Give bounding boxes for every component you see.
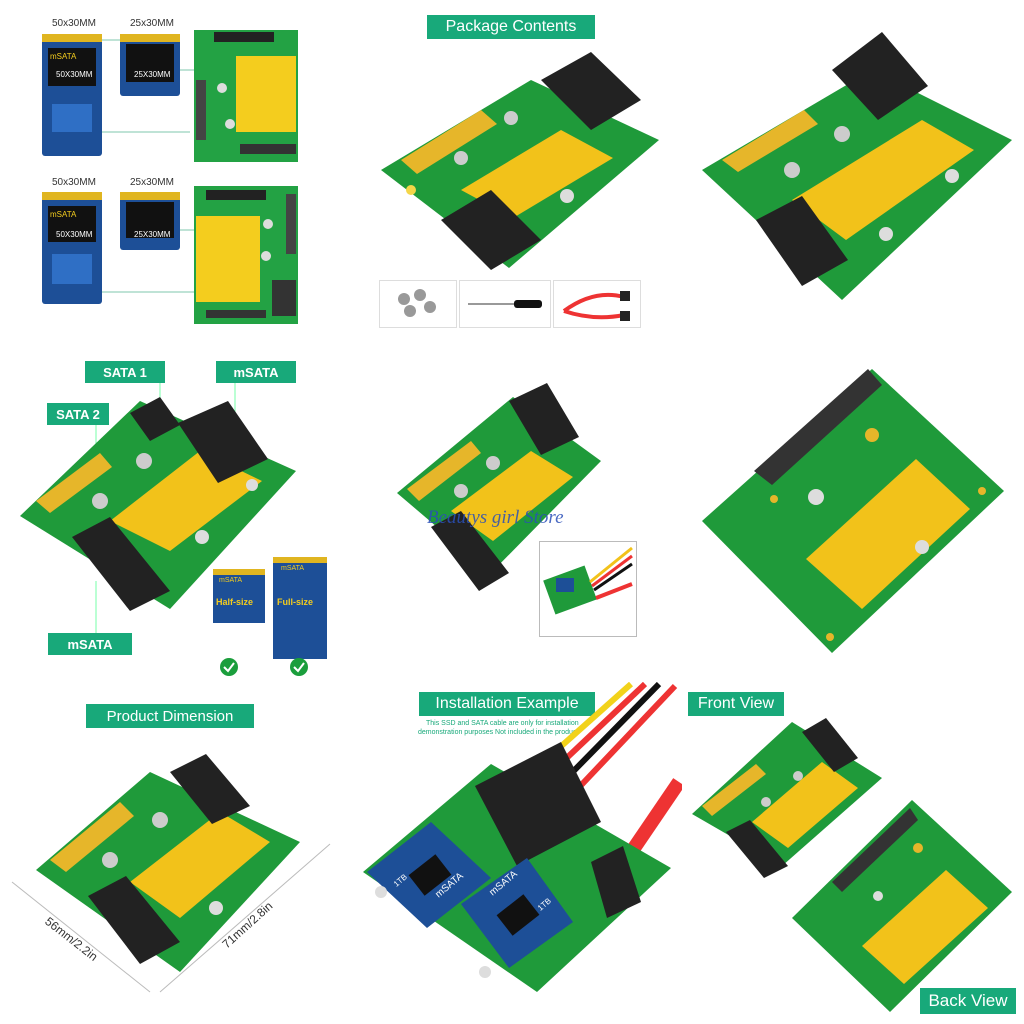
package-contents-title: Package Contents — [427, 15, 595, 39]
board-with-connectors — [20, 383, 296, 633]
cable-inset-image — [543, 546, 633, 615]
front-view-label: Front View — [688, 692, 784, 716]
card-text-msata-top: mSATA — [50, 52, 77, 61]
tile-connector-labels: SATA 1 mSATA SATA 2 mSATA mSATA Half-siz… — [0, 341, 341, 682]
checkmark-icon-full — [290, 658, 308, 676]
card-size-full-top: 50X30MM — [56, 70, 93, 79]
full-card-label: mSATA — [281, 565, 305, 572]
sata-cable-box — [553, 280, 641, 328]
label-sata1: SATA 1 — [85, 361, 165, 383]
size-label-25x30-top: 25x30MM — [130, 18, 174, 29]
card-size-half-bottom: 25X30MM — [134, 230, 171, 239]
half-size-text: Half-size — [216, 597, 254, 607]
tile-product-dimension: Product Dimension 56mm/2.2in 71mm/2.8in — [0, 682, 341, 1024]
label-msata-top: mSATA — [216, 361, 296, 383]
tile-size-comparison: 50x30MM 25x30MM mSATA 50X30MM 25X30MM 50… — [0, 0, 341, 341]
size-comparison-top-diagram — [42, 30, 298, 162]
card-text-msata-bottom: mSATA — [50, 210, 77, 219]
board-dimension — [11, 754, 331, 993]
tile-package-contents: Package Contents — [341, 0, 682, 341]
adapter-board-angled — [702, 32, 1012, 300]
installation-note-line1: This SSD and SATA cable are only for ins… — [426, 720, 579, 727]
board-back — [702, 369, 1004, 653]
installation-note-line2: demonstration purposes Not included in t… — [418, 729, 579, 736]
card-size-full-bottom: 50X30MM — [56, 230, 93, 239]
front-back-boards — [692, 718, 1012, 1012]
tile-front-back-view: Front View Back View — [682, 682, 1024, 1024]
sata-cable-icon — [562, 291, 630, 321]
full-size-card: mSATA Full-size — [273, 557, 327, 659]
watermark-text: Beautys girl Store — [427, 507, 564, 528]
full-size-text: Full-size — [277, 597, 314, 607]
size-label-50x30-bottom: 50x30MM — [52, 177, 96, 188]
board-small — [397, 383, 601, 591]
screws-box — [379, 280, 457, 328]
size-label-50x30-top: 50x30MM — [52, 18, 96, 29]
tile-store-preview: Beautys girl Store — [341, 341, 682, 682]
size-comparison-bottom-diagram — [42, 186, 298, 324]
tile-board-view — [682, 0, 1024, 341]
installation-illustration — [363, 682, 682, 992]
screwdriver-box — [459, 280, 551, 328]
tile-installation-example: Installation Example This SSD and SATA c… — [341, 682, 682, 1024]
adapter-board-illustration — [381, 52, 659, 270]
tile-back-side — [682, 341, 1024, 682]
label-sata2: SATA 2 — [47, 403, 109, 425]
half-card-label: mSATA — [219, 577, 243, 584]
back-view-label: Back View — [920, 988, 1016, 1014]
size-label-25x30-bottom: 25x30MM — [130, 177, 174, 188]
product-dimension-title: Product Dimension — [86, 704, 254, 728]
screws-icon — [398, 289, 436, 317]
half-size-card: mSATA Half-size — [213, 569, 265, 623]
installation-example-title: Installation Example — [419, 692, 595, 716]
label-msata-bottom: mSATA — [48, 633, 132, 655]
checkmark-icon-half — [220, 658, 238, 676]
card-size-half-top: 25X30MM — [134, 70, 171, 79]
cable-inset — [539, 541, 637, 637]
screwdriver-icon — [468, 300, 542, 308]
